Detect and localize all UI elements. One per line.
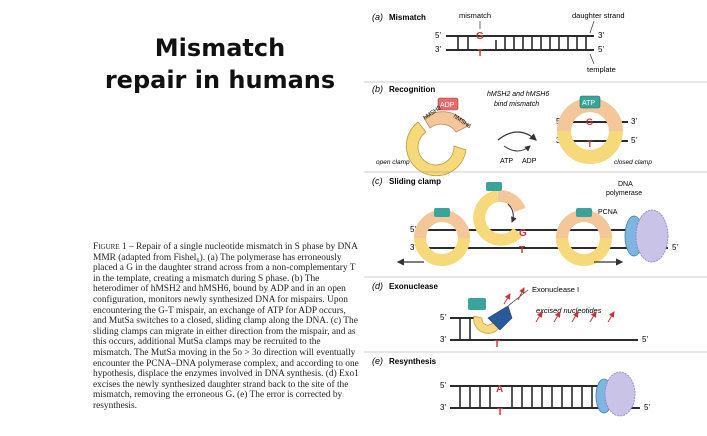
- panel-b-recognition: (b) Recognition hMSH2 and hMSH6 bind mis…: [364, 81, 707, 177]
- excised-nucleotides-label: excised nucleotides: [536, 306, 602, 315]
- panel-c-sliding-clamp: (c) Sliding clamp DNA polymerase PCNA 5'…: [364, 171, 707, 266]
- svg-text:5': 5': [435, 31, 441, 40]
- svg-text:ADP: ADP: [522, 158, 537, 165]
- svg-text:3': 3': [598, 31, 604, 40]
- svg-text:T: T: [519, 245, 525, 256]
- svg-text:G: G: [586, 117, 593, 127]
- svg-text:ATP: ATP: [582, 100, 595, 107]
- panel-a-letter: (a): [372, 12, 383, 22]
- caption-text: – Repair of a single nucleotide mismatch…: [93, 242, 359, 411]
- svg-text:ATP: ATP: [500, 158, 513, 165]
- panel-e-resynthesis: (e) Resynthesis 5' 3' 5' A T: [364, 351, 707, 418]
- recruited-clamp: [473, 190, 523, 246]
- svg-text:bind mismatch: bind mismatch: [494, 101, 539, 108]
- panel-c-title: Sliding clamp: [389, 177, 441, 186]
- panel-a-title: Mismatch: [389, 13, 426, 22]
- svg-text:5': 5': [410, 225, 416, 234]
- daughter-strand-label: daughter strand: [572, 11, 625, 20]
- open-clamp-label: open clamp: [376, 159, 410, 166]
- dna-polymerase: [635, 209, 669, 263]
- title-line-2: repair in humans: [104, 66, 336, 94]
- mismatch-label: mismatch: [459, 11, 491, 20]
- panel-e-letter: (e): [372, 356, 383, 366]
- slide-title: Mismatch repair in humans: [70, 32, 370, 96]
- mmr-diagram: (a) Mismatch mismatch daughter strand 5'…: [364, 11, 707, 418]
- panel-e-title: Resynthesis: [389, 357, 437, 366]
- svg-text:T: T: [587, 139, 593, 149]
- svg-text:5': 5': [631, 136, 637, 145]
- svg-text:5': 5': [440, 381, 446, 390]
- panel-d-letter: (d): [372, 281, 383, 291]
- open-clamp: [405, 121, 467, 177]
- panel-c-letter: (c): [372, 176, 383, 186]
- svg-text:5': 5': [440, 313, 446, 322]
- atp-block: [579, 95, 601, 109]
- svg-text:5': 5': [642, 335, 648, 344]
- svg-text:5': 5': [598, 45, 604, 54]
- svg-text:G: G: [519, 228, 527, 239]
- svg-text:3': 3': [410, 243, 416, 252]
- template-label: template: [587, 65, 616, 74]
- svg-text:T: T: [494, 339, 500, 350]
- panel-d-title: Exonuclease: [389, 282, 438, 291]
- svg-text:polymerase: polymerase: [606, 190, 642, 197]
- exonuclease-i: [487, 305, 513, 331]
- panel-b-letter: (b): [372, 84, 383, 94]
- polymerase-e: [604, 371, 636, 417]
- title-line-1: Mismatch: [154, 34, 286, 62]
- template-base-t: T: [497, 407, 503, 418]
- svg-text:3': 3': [440, 335, 446, 344]
- svg-text:3': 3': [631, 117, 637, 126]
- panel-d-exonuclease: (d) Exonuclease Exonuclease I excised nu…: [364, 276, 707, 350]
- svg-text:ADP: ADP: [440, 102, 455, 109]
- panel-b-title: Recognition: [389, 85, 435, 94]
- mismatch-base-t: T: [477, 48, 483, 59]
- svg-text:3': 3': [440, 403, 446, 412]
- svg-text:hMSH2 and hMSH6: hMSH2 and hMSH6: [487, 91, 549, 98]
- exonuclease-label: Exonuclease I: [532, 285, 579, 294]
- svg-text:DNA: DNA: [618, 181, 633, 188]
- svg-text:5': 5': [672, 243, 678, 252]
- adp-block: [437, 97, 459, 111]
- figure-caption: Figure 1 – Repair of a single nucleotide…: [93, 242, 361, 412]
- svg-text:PCNA: PCNA: [598, 209, 618, 216]
- svg-text:5': 5': [644, 403, 650, 412]
- mismatch-base-g: G: [476, 31, 484, 42]
- corrected-base-a: A: [496, 384, 503, 395]
- caption-label: Figure 1: [93, 242, 127, 252]
- panel-a-mismatch: (a) Mismatch mismatch daughter strand 5'…: [372, 11, 625, 74]
- closed-clamp-label: closed clamp: [614, 159, 652, 166]
- svg-text:3': 3': [435, 45, 441, 54]
